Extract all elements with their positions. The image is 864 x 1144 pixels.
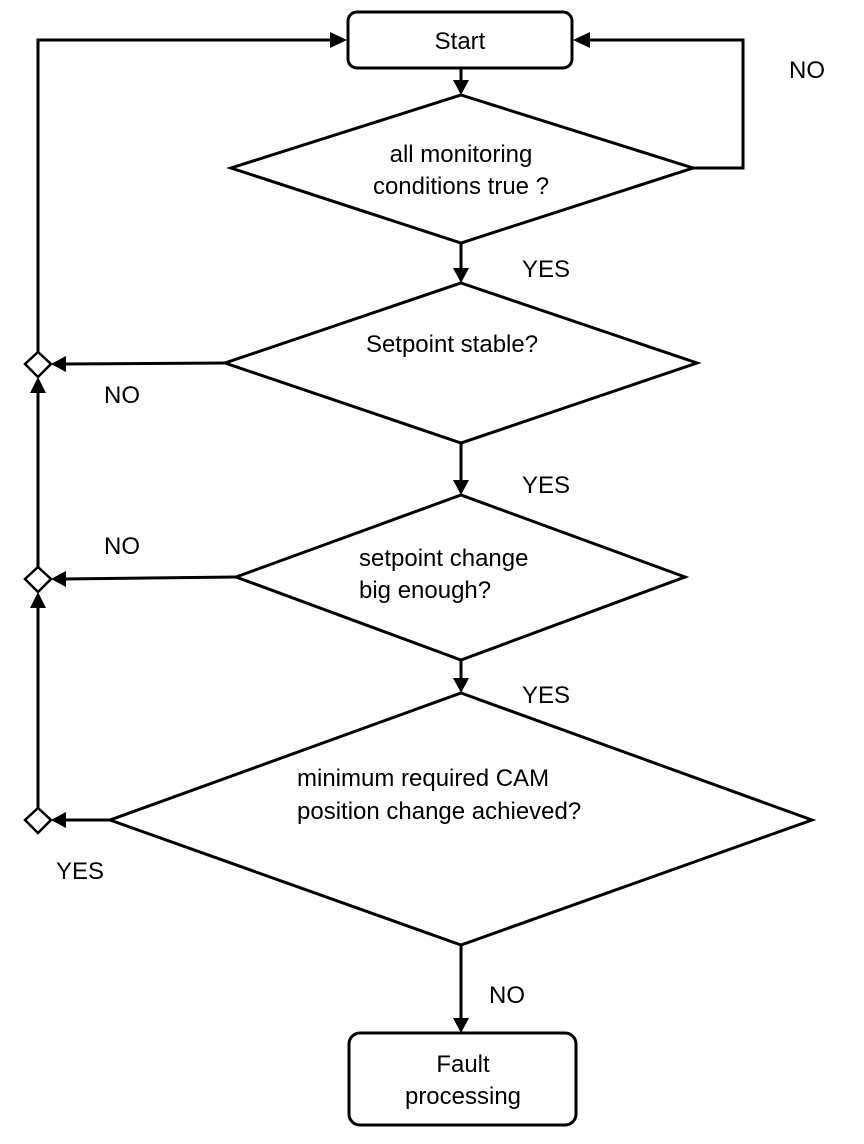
edge-monitoring-no: [590, 38, 745, 170]
arrowhead-up-into-junction-1: [30, 377, 46, 393]
monitoring-label-line1: all monitoring: [390, 141, 533, 168]
decision-monitoring-conditions: [226, 93, 698, 245]
arrowhead-into-fault: [453, 1018, 469, 1033]
junction-3: [23, 806, 53, 835]
fault-label-line1: Fault: [436, 1051, 490, 1078]
cam-position-label-line2: position change achieved?: [297, 798, 581, 825]
edge-label-setpoint-stable-no: NO: [104, 382, 140, 409]
decision-setpoint-stable: [220, 281, 702, 445]
setpoint-change-label-line2: big enough?: [359, 577, 491, 604]
cam-position-label-line1: minimum required CAM: [297, 765, 549, 792]
edge-setpoint-change-no: [63, 575, 237, 581]
edge-label-setpoint-change-no: NO: [104, 533, 140, 560]
arrowhead-into-junction-3: [51, 812, 66, 828]
return-line-j1-to-start: [36, 38, 330, 352]
junction-1: [23, 350, 53, 379]
edge-label-cam-no: NO: [489, 982, 525, 1009]
edge-setpoint-stable-no: [63, 361, 226, 366]
arrowhead-into-setpoint-change: [453, 480, 469, 495]
junction-2: [23, 565, 53, 594]
arrowhead-up-into-junction-2: [30, 592, 46, 608]
start-node: [346, 10, 574, 70]
setpoint-change-label-line1: setpoint change: [359, 545, 528, 572]
arrowhead-into-setpoint-stable: [453, 268, 469, 283]
edge-label-setpoint-change-yes: YES: [522, 682, 570, 709]
start-label: Start: [435, 28, 486, 55]
arrowhead-return-into-start: [330, 32, 347, 48]
edge-label-monitoring-no: NO: [789, 57, 825, 84]
arrowhead-into-cam: [453, 678, 469, 693]
fault-label-line2: processing: [405, 1083, 521, 1110]
arrowhead-into-junction-1: [51, 356, 66, 372]
edge-label-cam-yes: YES: [56, 858, 104, 885]
decision-setpoint-change: [231, 493, 690, 662]
decision-cam-position: [105, 691, 817, 947]
edge-label-setpoint-stable-yes: YES: [522, 472, 570, 499]
monitoring-label-line2: conditions true ?: [373, 173, 549, 200]
edge-label-monitoring-yes: YES: [522, 256, 570, 283]
fault-processing-node: [347, 1031, 578, 1127]
arrowhead-no-into-start: [573, 32, 590, 48]
arrowhead-into-monitoring: [453, 80, 469, 95]
arrowhead-into-junction-2: [51, 571, 66, 587]
setpoint-stable-label: Setpoint stable?: [366, 331, 538, 358]
